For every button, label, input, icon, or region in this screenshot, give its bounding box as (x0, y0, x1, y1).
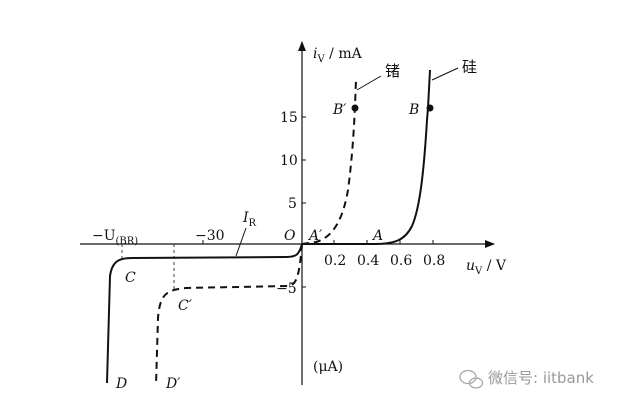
reverse-current-label: IR (242, 210, 257, 229)
point-c-prime-label: C′ (178, 298, 193, 314)
silicon-forward-curve (302, 69, 431, 245)
wechat-watermark: 微信号: iitbank (459, 369, 594, 389)
silicon-leader (431, 67, 459, 81)
watermark-text: 微信号: iitbank (488, 369, 594, 387)
x-tick-label-06: 0.6 (390, 253, 412, 269)
x-tick-label-02: 0.2 (324, 253, 346, 269)
x-tick-label-04: 0.4 (357, 253, 379, 269)
y-tick-label-neg5: −5 (276, 281, 297, 297)
y-tick-label-10: 10 (280, 153, 298, 169)
point-a-prime-label: A′ (307, 228, 323, 244)
breakdown-voltage-label: −U(BR) (92, 228, 138, 247)
x-axis-title: uV / V (466, 258, 507, 277)
y-tick-label-15: 15 (280, 110, 298, 126)
point-b-marker (426, 104, 434, 112)
point-c-label: C (125, 270, 136, 286)
origin-label: O (284, 228, 296, 244)
germanium-label: 锗 (385, 62, 400, 80)
silicon-label: 硅 (462, 58, 477, 76)
reverse-current-leader (235, 227, 247, 257)
point-b-label: B (408, 102, 419, 118)
point-d-label: D (115, 376, 127, 392)
germanium-leader (356, 75, 382, 91)
germanium-forward-curve (301, 79, 357, 245)
reverse-unit-label: (μA) (313, 359, 343, 375)
point-a-label: A (371, 228, 383, 244)
x-tick-label-08: 0.8 (423, 253, 445, 269)
point-b-prime-label: B′ (332, 102, 347, 118)
y-tick-label-5: 5 (288, 196, 297, 212)
silicon-reverse-curve (106, 243, 303, 384)
germanium-reverse-curve (155, 243, 303, 386)
wechat-icon (459, 369, 484, 389)
x-tick-label-neg30: −30 (195, 228, 225, 244)
point-d-prime-label: D′ (165, 376, 181, 392)
y-axis-title: iV / mA (313, 46, 363, 65)
point-b-prime-marker (351, 104, 359, 112)
